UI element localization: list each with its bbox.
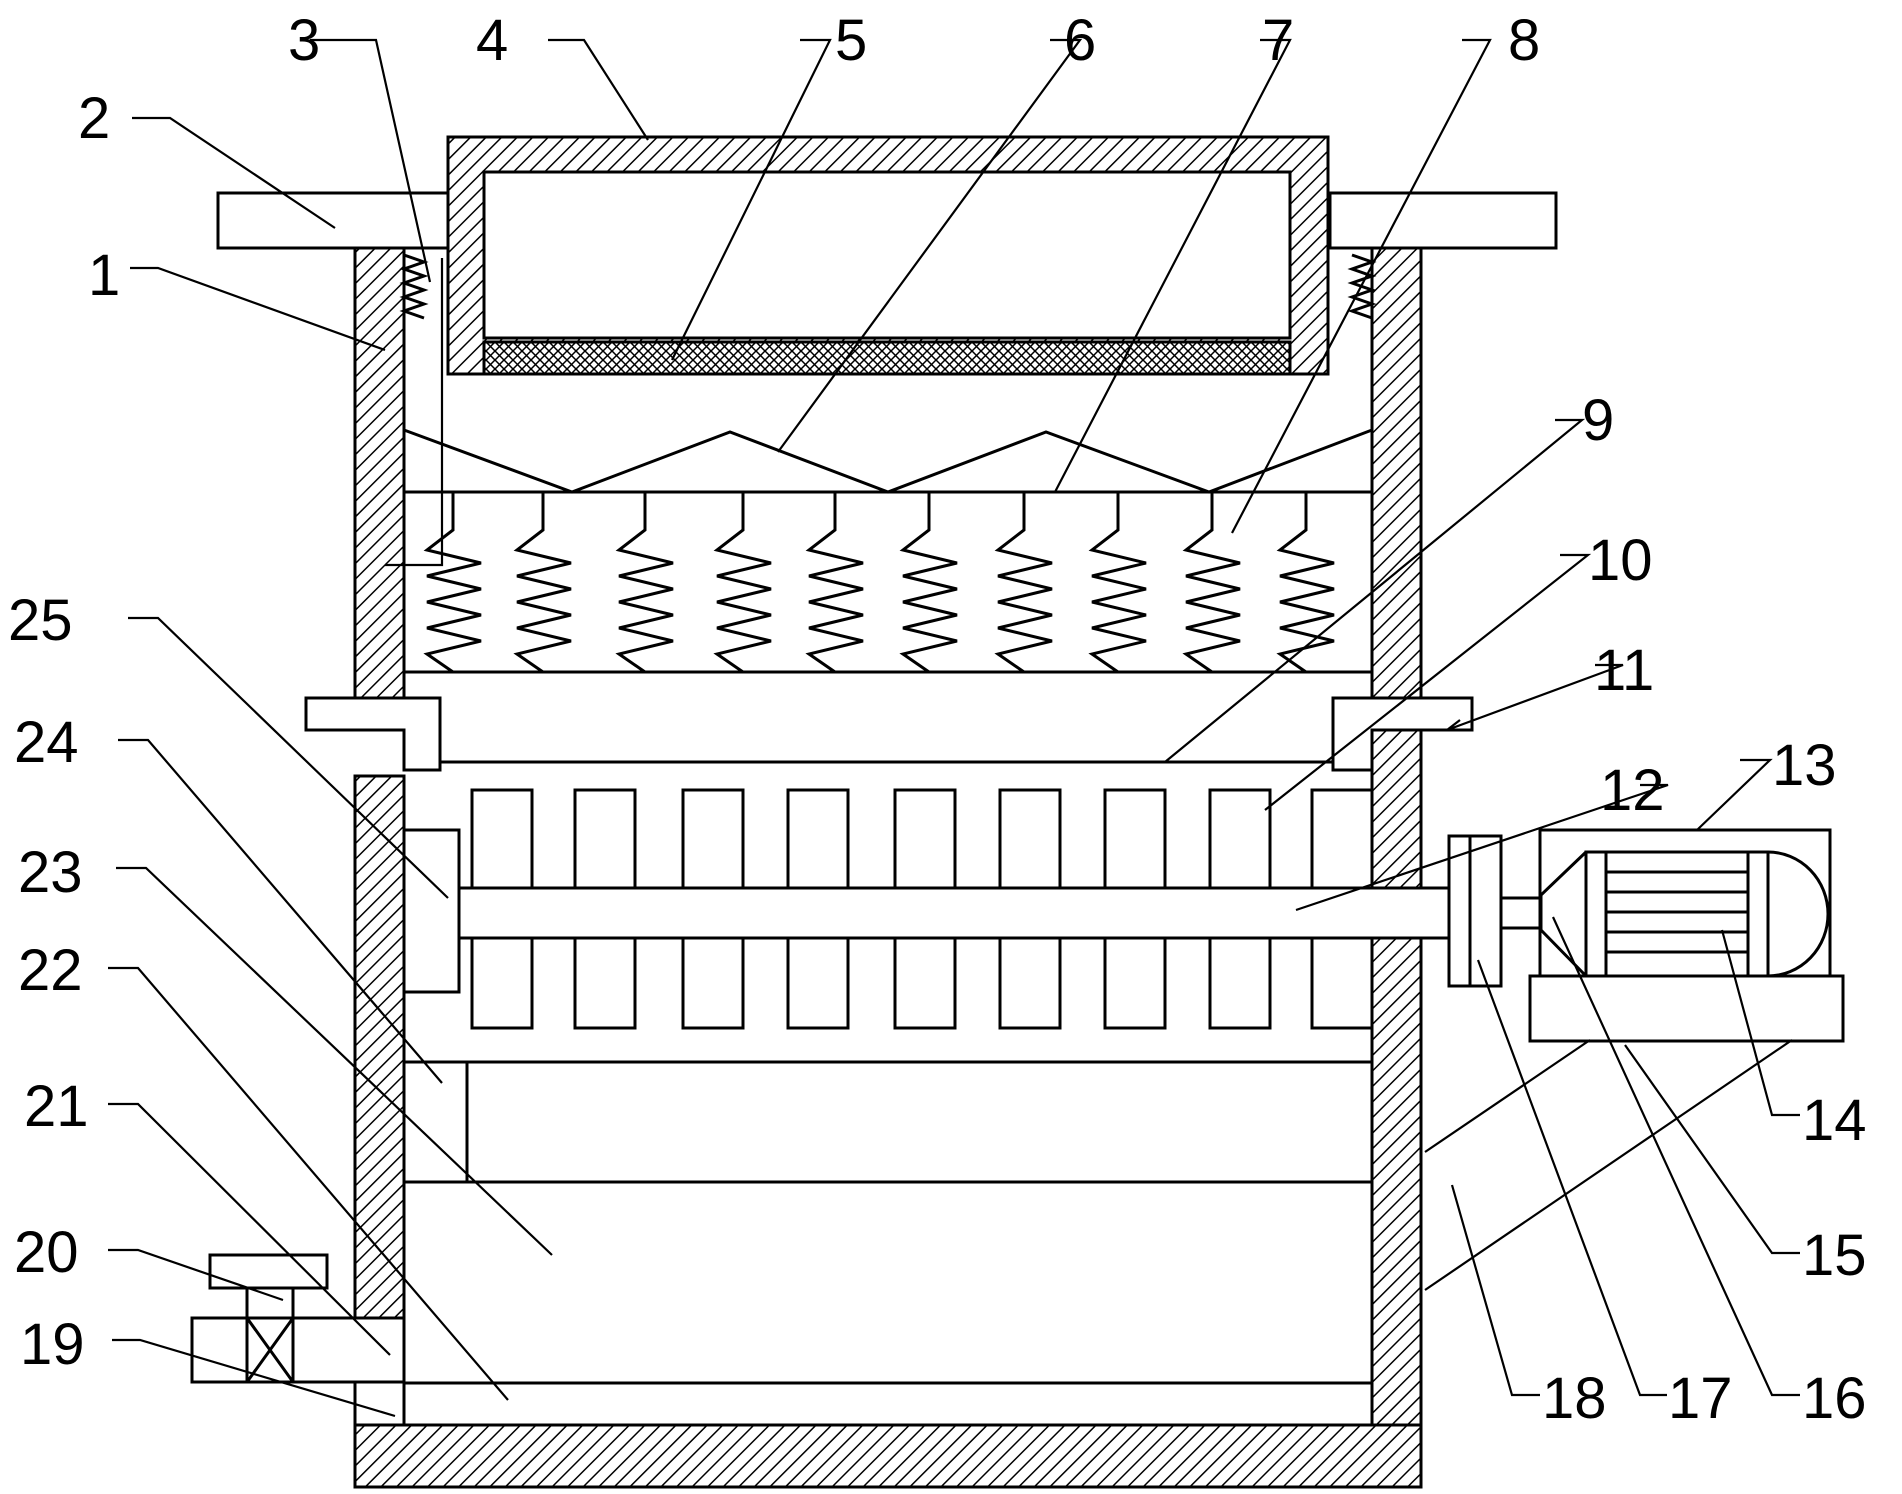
valve-cross: [245, 1317, 295, 1383]
motor-right-cap: [1767, 850, 1830, 978]
label-19: 19: [20, 1312, 85, 1377]
label-21: 21: [24, 1074, 89, 1139]
drain-valve: [190, 1253, 406, 1384]
label-8: 8: [1508, 8, 1540, 73]
blade-3-upper: [681, 788, 745, 890]
label-12: 12: [1600, 758, 1665, 823]
spring-5: [805, 492, 864, 674]
label-23: 23: [18, 840, 83, 905]
spring-4: [713, 492, 772, 674]
blade-5-upper: [893, 788, 957, 890]
blade-7-upper: [1103, 788, 1167, 890]
blade-1-lower: [470, 936, 534, 1030]
label-5: 5: [835, 8, 867, 73]
top-plate-right: [1328, 191, 1558, 250]
label-25: 25: [8, 588, 73, 653]
label-9: 9: [1582, 388, 1614, 453]
zigzag-deflector: [403, 428, 1373, 494]
motor-left-cap: [1539, 850, 1588, 978]
blade-2-upper: [573, 788, 637, 890]
blade-8-lower: [1208, 936, 1272, 1030]
spring-7: [994, 492, 1053, 674]
label-16: 16: [1802, 1366, 1867, 1431]
label-24: 24: [14, 710, 79, 775]
bottom-wall: [353, 1423, 1423, 1489]
blade-2-lower: [573, 936, 637, 1030]
label-18: 18: [1542, 1366, 1607, 1431]
blade-1-upper: [470, 788, 534, 890]
blade-9-upper: [1310, 788, 1374, 890]
filter-screen: [482, 340, 1292, 376]
main-shaft: [457, 886, 1451, 940]
blade-4-lower: [786, 936, 850, 1030]
bearing-block: [402, 828, 461, 994]
blade-7-lower: [1103, 936, 1167, 1030]
vibration-springs: [423, 492, 1335, 674]
part-labels: 1 2 3 4 5 6 7 8 9 10 11 12 13 14 15 16 1…: [8, 8, 1867, 1431]
label-1: 1: [88, 243, 120, 308]
spring-10: [1276, 492, 1335, 674]
coupling: [1447, 834, 1503, 988]
label-13: 13: [1772, 733, 1837, 798]
label-22: 22: [18, 938, 83, 1003]
motor-output-shaft: [1499, 896, 1543, 930]
spring-8: [1088, 492, 1147, 674]
left-wall: [353, 220, 406, 732]
spring-9: [1182, 492, 1241, 674]
label-10: 10: [1588, 528, 1653, 593]
valve-handle: [208, 1253, 329, 1290]
spring-6: [899, 492, 958, 674]
spring-1: [423, 492, 482, 674]
blade-6-upper: [998, 788, 1062, 890]
label-20: 20: [14, 1220, 79, 1285]
left-wall-lower: [353, 774, 406, 1320]
blade-4-upper: [786, 788, 850, 890]
label-2: 2: [78, 86, 110, 151]
label-14: 14: [1802, 1088, 1867, 1153]
label-17: 17: [1668, 1366, 1733, 1431]
label-11: 11: [1594, 638, 1654, 703]
leader-lines: [108, 38, 1800, 1418]
right-wall: [1370, 220, 1423, 1427]
label-4: 4: [476, 8, 508, 73]
label-3: 3: [288, 8, 320, 73]
drain-pipe: [190, 1316, 406, 1384]
motor: [1539, 850, 1830, 978]
crushing-blades: [470, 788, 1374, 1030]
blade-6-lower: [998, 936, 1062, 1030]
blade-8-upper: [1208, 788, 1272, 890]
hopper-box: [446, 135, 1330, 376]
label-7: 7: [1262, 8, 1294, 73]
side-spring-left: [399, 253, 429, 320]
blade-5-lower: [893, 936, 957, 1030]
blade-9-lower: [1310, 936, 1374, 1030]
label-15: 15: [1802, 1223, 1867, 1288]
bracket-right: [1331, 696, 1474, 772]
blade-3-lower: [681, 936, 745, 1030]
spring-2: [513, 492, 572, 674]
bracket-left: [304, 696, 442, 772]
spring-3: [615, 492, 674, 674]
motor-base: [1528, 974, 1845, 1043]
label-6: 6: [1064, 8, 1096, 73]
